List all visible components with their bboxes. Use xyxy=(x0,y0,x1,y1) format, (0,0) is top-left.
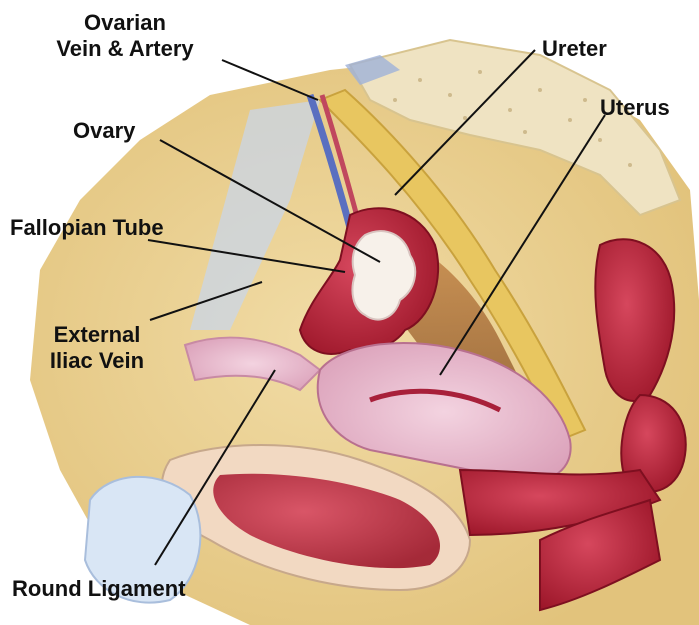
label-external-line2: Iliac Vein xyxy=(22,348,172,374)
label-ovary: Ovary xyxy=(73,118,135,144)
label-uterus: Uterus xyxy=(600,95,670,121)
label-ovarian-line2: Vein & Artery xyxy=(40,36,210,62)
label-ovarian-line1: Ovarian xyxy=(40,10,210,36)
label-external-line1: External xyxy=(22,322,172,348)
label-ovarian-vein-artery: Ovarian Vein & Artery xyxy=(40,10,210,62)
label-fallopian-tube: Fallopian Tube xyxy=(10,215,164,241)
label-ureter: Ureter xyxy=(542,36,607,62)
label-external-iliac-vein: External Iliac Vein xyxy=(22,322,172,374)
label-round-ligament: Round Ligament xyxy=(12,576,186,602)
